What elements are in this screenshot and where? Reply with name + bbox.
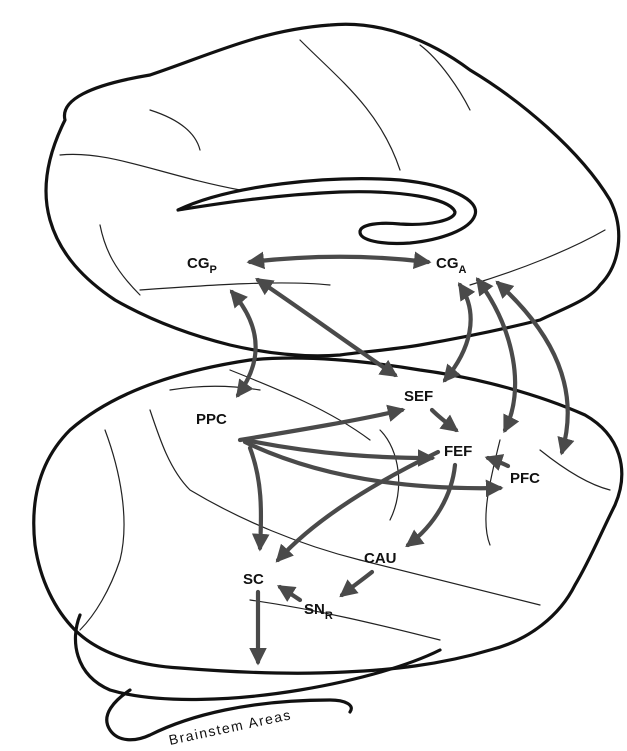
node-pfc: PFC [510,470,540,487]
node-cau: CAU [364,550,397,567]
node-cgp: CGP [187,255,217,276]
node-cga: CGA [436,255,467,276]
pathway-arrows [232,257,568,662]
node-fef: FEF [444,443,472,460]
corpus-callosum [178,179,476,244]
node-ppc: PPC [196,411,227,428]
medial-brain-outline [46,24,619,356]
node-sef: SEF [404,388,433,405]
brainstem-areas-label: Brainstem Areas [167,706,293,748]
node-snr: SNR [304,601,333,622]
node-sc: SC [243,571,264,588]
